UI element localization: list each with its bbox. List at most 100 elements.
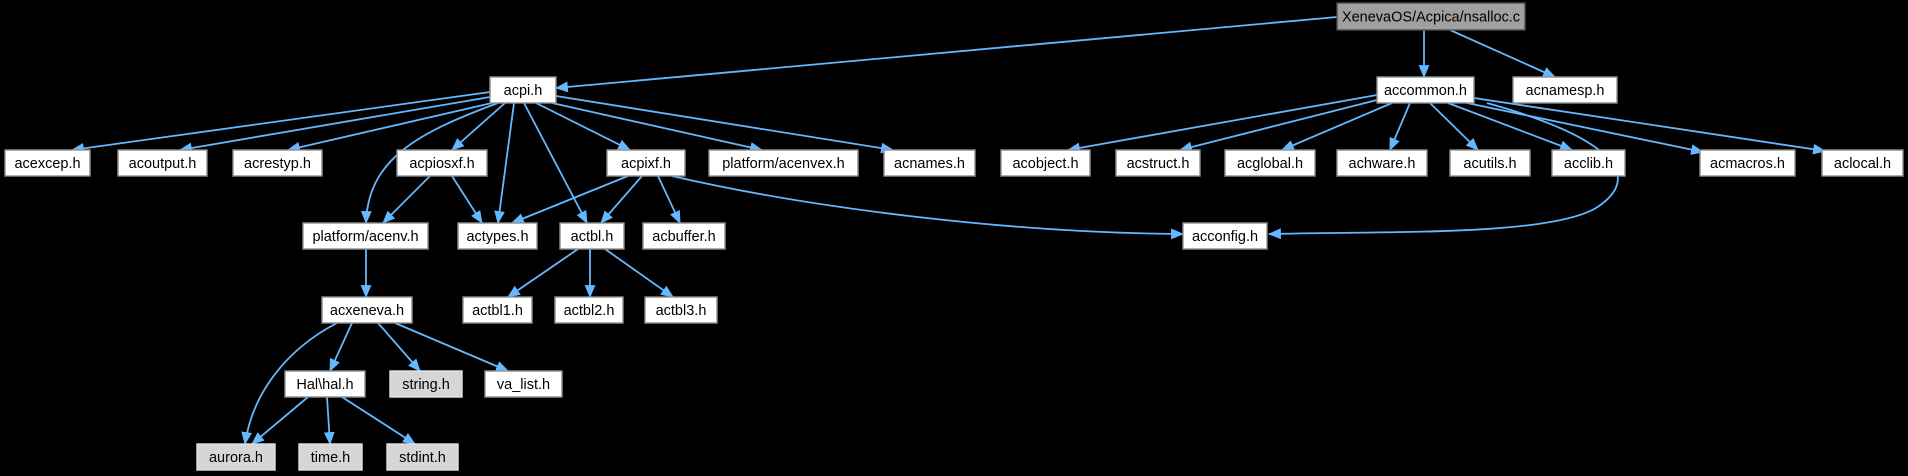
node-acrestyp-h[interactable]: acrestyp.h — [232, 149, 323, 177]
edge-acpi-h-to-acexcep-h — [70, 91, 491, 154]
node-acnamesp-h[interactable]: acnamesp.h — [1512, 76, 1618, 104]
edge-acpi-h-to-acnames-h — [555, 95, 895, 154]
edge-acxeneva-h-to-aurora-h — [241, 322, 338, 446]
node-box-acutils-h — [1449, 149, 1531, 177]
node-label-actbl1-h: actbl1.h — [472, 303, 523, 319]
node-platform-acenv-h[interactable]: platform/acenv.h — [302, 222, 429, 250]
edge-actbl-h-to-actbl1-h — [507, 248, 579, 298]
node-box-achware-h — [1336, 149, 1428, 177]
node-label-acxeneva-h: acxeneva.h — [330, 303, 404, 319]
node-box-acobject-h — [1000, 149, 1091, 177]
node-acstruct-h[interactable]: acstruct.h — [1115, 149, 1201, 177]
node-label-acclib-h: acclib.h — [1564, 156, 1613, 172]
edge-acpi-h-to-acoutput-h — [178, 96, 491, 154]
node-box-acglobal-h — [1224, 149, 1316, 177]
node-box-acclib-h — [1551, 149, 1626, 177]
edge-acpiosxf-h-to-actypes-h — [451, 175, 483, 224]
node-platform-acenvex-h[interactable]: platform/acenvex.h — [708, 149, 859, 177]
node-acpixf-h[interactable]: acpixf.h — [606, 149, 686, 177]
node-box-acrestyp-h — [232, 149, 323, 177]
node-label-accommon-h: accommon.h — [1384, 83, 1467, 99]
node-acoutput-h[interactable]: acoutput.h — [117, 149, 208, 177]
node-acpi-h[interactable]: acpi.h — [489, 76, 557, 104]
node-acmacros-h[interactable]: acmacros.h — [1699, 149, 1796, 177]
node-accommon-h[interactable]: accommon.h — [1376, 76, 1475, 104]
node-label-acnamesp-h: acnamesp.h — [1526, 83, 1605, 99]
edge-acxeneva-h-to-va-list-h — [394, 322, 509, 372]
node-acpiosxf-h[interactable]: acpiosxf.h — [396, 149, 488, 177]
node-actypes-h[interactable]: actypes.h — [457, 222, 538, 250]
edge-acpi-h-to-platform-acenvex-h — [551, 102, 764, 153]
edge-nsalloc-c-to-acnamesp-h — [1449, 29, 1556, 78]
node-acclib-h[interactable]: acclib.h — [1551, 149, 1626, 177]
node-actbl1-h[interactable]: actbl1.h — [462, 296, 533, 324]
node-actbl2-h[interactable]: actbl2.h — [554, 296, 624, 324]
node-hal-hal-h[interactable]: Hal\hal.h — [284, 370, 366, 398]
node-box-acpi-h — [489, 76, 557, 104]
node-box-acoutput-h — [117, 149, 208, 177]
node-string-h[interactable]: string.h — [389, 370, 463, 398]
node-acexcep-h[interactable]: acexcep.h — [4, 149, 91, 177]
node-acglobal-h[interactable]: acglobal.h — [1224, 149, 1316, 177]
node-label-acstruct-h: acstruct.h — [1127, 156, 1190, 172]
node-achware-h[interactable]: achware.h — [1336, 149, 1428, 177]
node-actbl-h[interactable]: actbl.h — [559, 222, 625, 250]
node-time-h[interactable]: time.h — [298, 443, 363, 471]
edge-acxeneva-h-to-string-h — [377, 322, 421, 372]
node-label-string-h: string.h — [402, 377, 450, 393]
node-label-aclocal-h: aclocal.h — [1834, 156, 1891, 172]
node-acxeneva-h[interactable]: acxeneva.h — [321, 296, 413, 324]
node-box-accommon-h — [1376, 76, 1475, 104]
node-label-acmacros-h: acmacros.h — [1710, 156, 1785, 172]
node-acnames-h[interactable]: acnames.h — [883, 149, 976, 177]
edge-hal-hal-h-to-aurora-h — [251, 396, 309, 445]
node-label-achware-h: achware.h — [1349, 156, 1416, 172]
node-acobject-h[interactable]: acobject.h — [1000, 149, 1091, 177]
edge-acpixf-h-to-acconfig-h — [671, 175, 1185, 240]
node-label-acglobal-h: acglobal.h — [1237, 156, 1303, 172]
node-label-time-h: time.h — [311, 450, 351, 466]
edge-acpi-h-to-actbl-h — [523, 102, 588, 224]
edge-accommon-h-to-acclib-h — [1447, 102, 1574, 151]
edge-accommon-h-to-acstruct-h — [1178, 99, 1378, 153]
edge-accommon-h-to-acglobal-h — [1281, 102, 1393, 151]
node-label-stdint-h: stdint.h — [399, 450, 446, 466]
node-va-list-h[interactable]: va_list.h — [484, 370, 563, 398]
edge-accommon-h-to-acutils-h — [1429, 102, 1479, 151]
node-box-actbl-h — [559, 222, 625, 250]
edge-acpi-h-to-acpiosxf-h — [451, 102, 506, 151]
edge-nsalloc-c-to-acpi-h — [554, 16, 1338, 93]
node-box-acconfig-h — [1182, 222, 1268, 250]
node-box-aclocal-h — [1821, 149, 1904, 177]
node-label-acbuffer-h: acbuffer.h — [652, 229, 715, 245]
node-box-platform-acenv-h — [302, 222, 429, 250]
node-box-acnames-h — [883, 149, 976, 177]
node-acbuffer-h[interactable]: acbuffer.h — [642, 222, 726, 250]
node-box-actbl3-h — [644, 296, 718, 324]
node-label-acoutput-h: acoutput.h — [129, 156, 197, 172]
node-box-nsalloc-c — [1336, 2, 1526, 31]
node-label-platform-acenv-h: platform/acenv.h — [312, 229, 418, 245]
node-stdint-h[interactable]: stdint.h — [386, 443, 459, 471]
node-box-acmacros-h — [1699, 149, 1796, 177]
node-box-acxeneva-h — [321, 296, 413, 324]
edge-acpixf-h-to-acbuffer-h — [657, 175, 681, 224]
node-box-platform-acenvex-h — [708, 149, 859, 177]
edge-acpiosxf-h-to-platform-acenv-h — [382, 175, 431, 224]
edge-acpi-h-to-acpixf-h — [535, 102, 631, 151]
node-acutils-h[interactable]: acutils.h — [1449, 149, 1531, 177]
node-label-actbl2-h: actbl2.h — [564, 303, 615, 319]
edge-actbl-h-to-actbl3-h — [604, 248, 674, 298]
node-label-acpiosxf-h: acpiosxf.h — [409, 156, 474, 172]
node-label-acconfig-h: acconfig.h — [1192, 229, 1258, 245]
node-box-time-h — [298, 443, 363, 471]
node-acconfig-h[interactable]: acconfig.h — [1182, 222, 1268, 250]
node-aclocal-h[interactable]: aclocal.h — [1821, 149, 1904, 177]
edge-accommon-h-to-achware-h — [1389, 102, 1411, 151]
node-actbl3-h[interactable]: actbl3.h — [644, 296, 718, 324]
node-label-acpi-h: acpi.h — [504, 83, 543, 99]
node-aurora-h[interactable]: aurora.h — [196, 443, 276, 471]
